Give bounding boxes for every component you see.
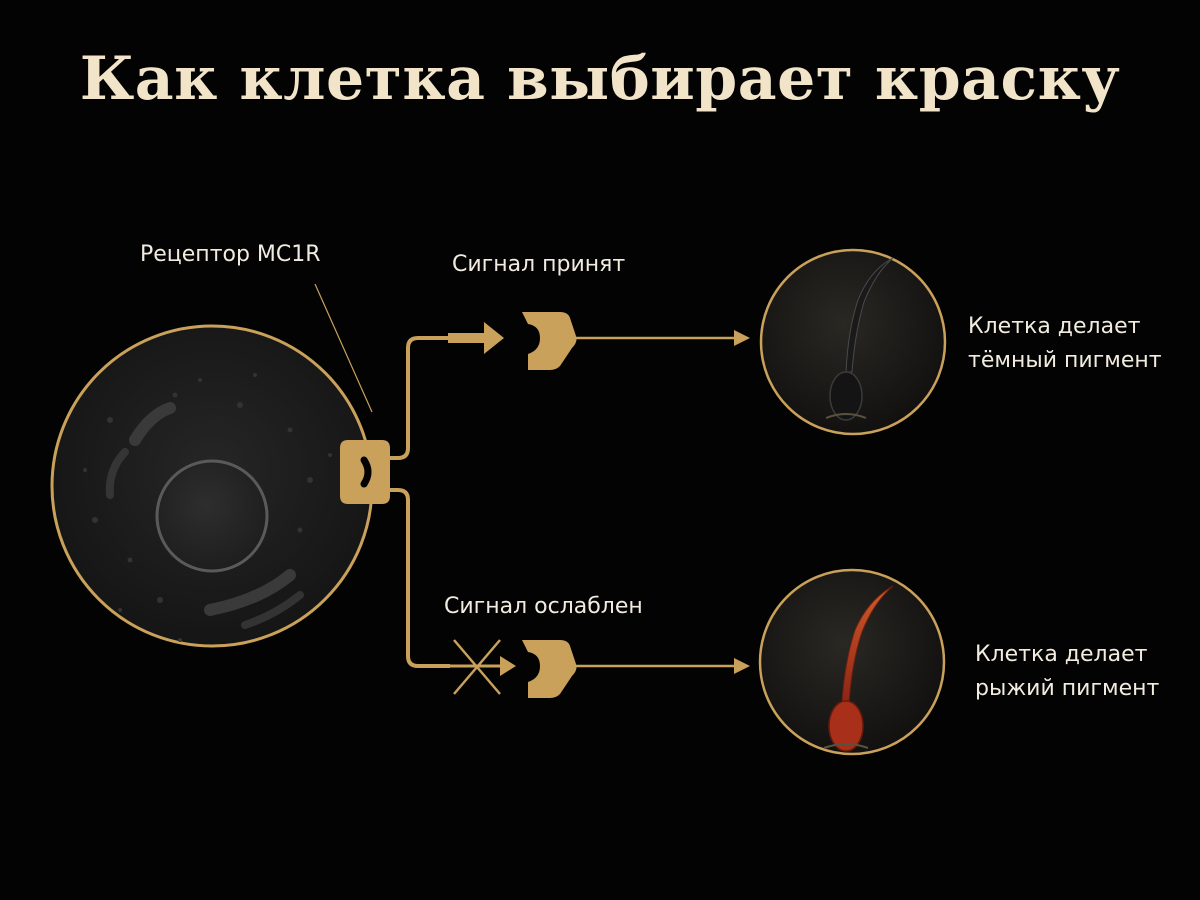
receptor-notch [360, 456, 372, 488]
red-outcome-label: Клетка делает рыжий пигмент [975, 642, 1160, 701]
lower-connector-arrowhead [734, 658, 750, 674]
signal-received-label: Сигнал принят [452, 252, 626, 277]
lower-signal-molecule-icon [522, 640, 577, 698]
dark-outcome-label: Клетка делает тёмный пигмент [968, 314, 1162, 373]
receptor-pointer-line [314, 283, 373, 413]
lower-pathway [390, 488, 450, 668]
red-hair-follicle-icon [758, 568, 946, 756]
upper-pathway [390, 336, 488, 460]
upper-signal-molecule-icon [522, 312, 577, 370]
upper-arrow-icon [448, 322, 504, 354]
cell-icon [50, 324, 374, 648]
signal-weakened-label: Сигнал ослаблен [444, 594, 643, 619]
cross-icon [453, 639, 501, 695]
upper-connector-arrowhead [734, 330, 750, 346]
dark-hair-follicle-icon [759, 248, 947, 436]
receptor-label: Рецептор MC1R [140, 242, 321, 267]
diagram-title: Как клетка выбирает краску [79, 44, 1121, 114]
